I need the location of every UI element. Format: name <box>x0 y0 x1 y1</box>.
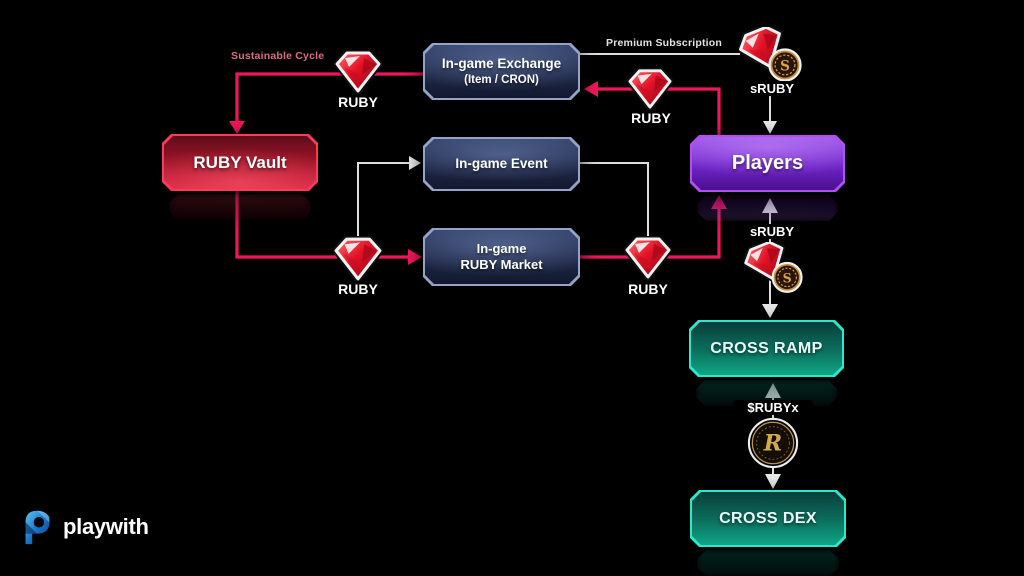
edge-gem-to-event <box>357 162 410 240</box>
pink-arrowheads <box>229 81 727 265</box>
ingame-exchange-line2: (Item / CRON) <box>464 73 539 86</box>
ingame-exchange-box: In-game Exchange (Item / CRON) <box>423 43 580 100</box>
ruby-gem-icon <box>624 236 672 280</box>
edge-event-to-gem <box>580 162 649 238</box>
arrowhead-sruby-players <box>763 121 777 134</box>
arrowhead-into-event <box>409 156 421 170</box>
playwith-logo-icon <box>25 510 50 545</box>
ruby-gem-icon <box>333 236 383 282</box>
rubyx-label: $RUBYx <box>733 400 813 415</box>
ruby-gem-icon <box>334 50 382 94</box>
arrowhead-into-players <box>711 195 727 209</box>
arrowhead-into-market <box>408 249 422 265</box>
cross-ramp-box: CROSS RAMP <box>689 320 844 377</box>
sustainable-cycle-label: Sustainable Cycle <box>231 50 325 62</box>
ingame-event-box: In-game Event <box>423 137 580 191</box>
sruby-coin-icon <box>739 27 802 82</box>
arrowhead-up-ramp <box>765 383 781 398</box>
ruby-vault-box: RUBY Vault <box>162 134 318 191</box>
sruby-label: sRUBY <box>737 224 807 239</box>
edge-market-to-players <box>580 207 721 259</box>
arrowhead-into-exchange <box>584 81 598 97</box>
ruby-vault-fill <box>164 136 316 189</box>
players-label: Players <box>731 152 804 174</box>
premium-subscription-label: Premium Subscription <box>606 37 723 49</box>
ruby-vault-label: RUBY Vault <box>193 152 287 172</box>
ruby-label: RUBY <box>328 281 388 297</box>
rubyx-coin-icon <box>747 417 799 469</box>
ruby-label: RUBY <box>618 281 678 297</box>
ingame-ruby-market-fill <box>425 230 578 284</box>
white-arrowheads <box>409 121 781 489</box>
playwith-logo: playwith <box>16 506 149 548</box>
ruby-gem-icon <box>627 68 673 110</box>
ruby-label: RUBY <box>328 94 388 110</box>
sruby-coin-icon <box>744 242 803 293</box>
ingame-event-fill <box>425 139 578 189</box>
cross-dex-fill <box>692 492 844 545</box>
cross-ramp-fill <box>691 322 842 375</box>
arrowhead-down-dex <box>765 474 781 489</box>
cross-ramp-label: CROSS RAMP <box>710 339 823 357</box>
ingame-exchange-label: In-game Exchange (Item / CRON) <box>423 43 580 100</box>
cross-dex-label: CROSS DEX <box>719 509 817 527</box>
players-box: Players <box>690 135 845 192</box>
market-line1: In-game <box>476 240 527 256</box>
ingame-exchange-fill <box>425 45 578 98</box>
arrowhead-up-players <box>762 198 778 213</box>
playwith-logo-text: playwith <box>63 514 149 539</box>
ingame-ruby-market-label: In-game RUBY Market <box>423 228 580 286</box>
cross-dex-box: CROSS DEX <box>690 490 846 547</box>
players-fill <box>692 137 843 190</box>
ingame-exchange-line1: In-game Exchange <box>441 55 562 71</box>
ingame-ruby-market-box: In-game RUBY Market <box>423 228 580 286</box>
market-line2: RUBY Market <box>460 257 543 272</box>
arrowhead-into-vault <box>229 121 245 134</box>
arrowhead-down-ramp <box>762 304 778 318</box>
ruby-label: RUBY <box>621 110 681 126</box>
ingame-event-label: In-game Event <box>455 155 548 171</box>
sruby-label: sRUBY <box>737 81 807 96</box>
